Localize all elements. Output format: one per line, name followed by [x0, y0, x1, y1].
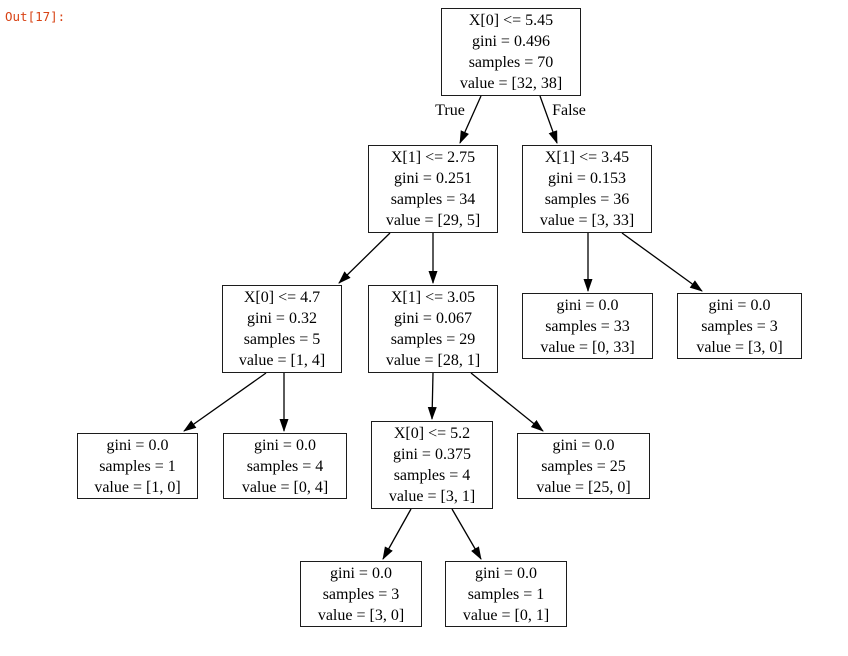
- node-text-line: gini = 0.153: [548, 170, 626, 187]
- node-text-line: value = [0, 33]: [540, 338, 635, 356]
- node-text-line: gini = 0.375: [393, 446, 471, 463]
- node-text-line: gini = 0.0: [708, 296, 771, 314]
- tree-node-root: X[0] <= 5.45 gini = 0.496 samples = 70 valu…: [441, 8, 581, 96]
- tree-node-n11: gini = 0.0 samples = 25 value = [25, 0]: [517, 433, 650, 499]
- node-text-line: X[1] <= 3.05: [390, 289, 476, 306]
- tree-node-n3: X[1] <= 3.45 gini = 0.153 samples = 36 valu…: [522, 145, 652, 233]
- edge-label-true: True: [435, 102, 465, 119]
- node-text-line: gini = 0.0: [330, 564, 392, 582]
- node-text-line: samples = 34: [390, 191, 476, 208]
- tree-edge-root-to-n3: [539, 95, 558, 144]
- node-text-line: value = [0, 4]: [241, 478, 329, 496]
- tree-edge-root-to-n2: [459, 95, 482, 144]
- node-text-line: samples = 25: [541, 457, 626, 475]
- node-text-line: gini = 0.251: [394, 170, 472, 187]
- tree-node-n8: gini = 0.0 samples = 1 value = [1, 0]: [77, 433, 198, 499]
- node-text-line: gini = 0.0: [106, 436, 169, 454]
- node-text-line: value = [32, 38]: [459, 75, 563, 92]
- node-text-line: value = [29, 5]: [385, 212, 481, 229]
- node-text-line: X[1] <= 3.45: [544, 149, 630, 166]
- tree-edge-n3-to-n7: [621, 232, 703, 292]
- tree-node-n5: X[1] <= 3.05 gini = 0.067 samples = 29 valu…: [368, 285, 498, 373]
- tree-node-n6: gini = 0.0 samples = 33 value = [0, 33]: [522, 293, 653, 359]
- node-text-line: value = [28, 1]: [385, 352, 481, 369]
- node-text-line: samples = 5: [243, 331, 321, 348]
- node-text-line: gini = 0.0: [475, 564, 537, 582]
- tree-node-n12: gini = 0.0 samples = 3 value = [3, 0]: [300, 561, 422, 627]
- tree-node-n2: X[1] <= 2.75 gini = 0.251 samples = 34 valu…: [368, 145, 498, 233]
- node-text-line: samples = 70: [468, 54, 554, 71]
- tree-edge-n4-to-n8: [183, 372, 267, 432]
- node-text-line: X[0] <= 4.7: [243, 289, 321, 306]
- node-text-line: X[1] <= 2.75: [390, 149, 476, 166]
- node-text-line: samples = 1: [467, 585, 545, 603]
- tree-node-n10: X[0] <= 5.2 gini = 0.375 samples = 4 value …: [371, 421, 493, 509]
- node-text-line: value = [3, 0]: [317, 606, 405, 624]
- tree-edge-n5-to-n11: [470, 372, 544, 432]
- tree-node-n7: gini = 0.0 samples = 3 value = [3, 0]: [677, 293, 802, 359]
- output-prompt: Out[17]:: [5, 9, 66, 24]
- node-text-line: gini = 0.067: [394, 310, 472, 327]
- node-text-line: samples = 33: [545, 317, 630, 335]
- node-text-line: value = [0, 1]: [462, 606, 550, 624]
- node-text-line: samples = 4: [246, 457, 324, 475]
- node-text-line: gini = 0.32: [247, 310, 317, 327]
- node-text-line: gini = 0.0: [556, 296, 619, 314]
- node-text-line: samples = 3: [322, 585, 400, 603]
- node-text-line: X[0] <= 5.45: [468, 12, 554, 29]
- node-text-line: samples = 36: [544, 191, 630, 208]
- node-text-line: value = [1, 4]: [238, 352, 326, 369]
- node-text-line: samples = 1: [99, 457, 176, 475]
- tree-edge-n10-to-n12: [382, 508, 412, 560]
- node-text-line: gini = 0.0: [552, 436, 615, 454]
- node-text-line: gini = 0.0: [254, 436, 316, 454]
- node-text-line: samples = 3: [701, 317, 778, 335]
- node-text-line: value = [3, 1]: [388, 488, 476, 505]
- tree-node-n13: gini = 0.0 samples = 1 value = [0, 1]: [445, 561, 567, 627]
- node-text-line: value = [3, 0]: [696, 338, 783, 356]
- tree-edge-n10-to-n13: [451, 508, 482, 560]
- node-text-line: gini = 0.496: [472, 33, 550, 50]
- node-text-line: value = [25, 0]: [536, 478, 631, 496]
- tree-node-n9: gini = 0.0 samples = 4 value = [0, 4]: [223, 433, 347, 499]
- node-text-line: samples = 4: [393, 467, 471, 484]
- node-text-line: value = [3, 33]: [539, 212, 635, 229]
- tree-edge-n5-to-n10: [427, 372, 437, 420]
- node-text-line: samples = 29: [390, 331, 476, 348]
- node-text-line: value = [1, 0]: [94, 478, 181, 496]
- tree-edge-n2-to-n4: [338, 232, 391, 284]
- node-text-line: X[0] <= 5.2: [393, 425, 471, 442]
- edge-label-false: False: [552, 102, 586, 119]
- tree-node-n4: X[0] <= 4.7 gini = 0.32 samples = 5 value =…: [222, 285, 342, 373]
